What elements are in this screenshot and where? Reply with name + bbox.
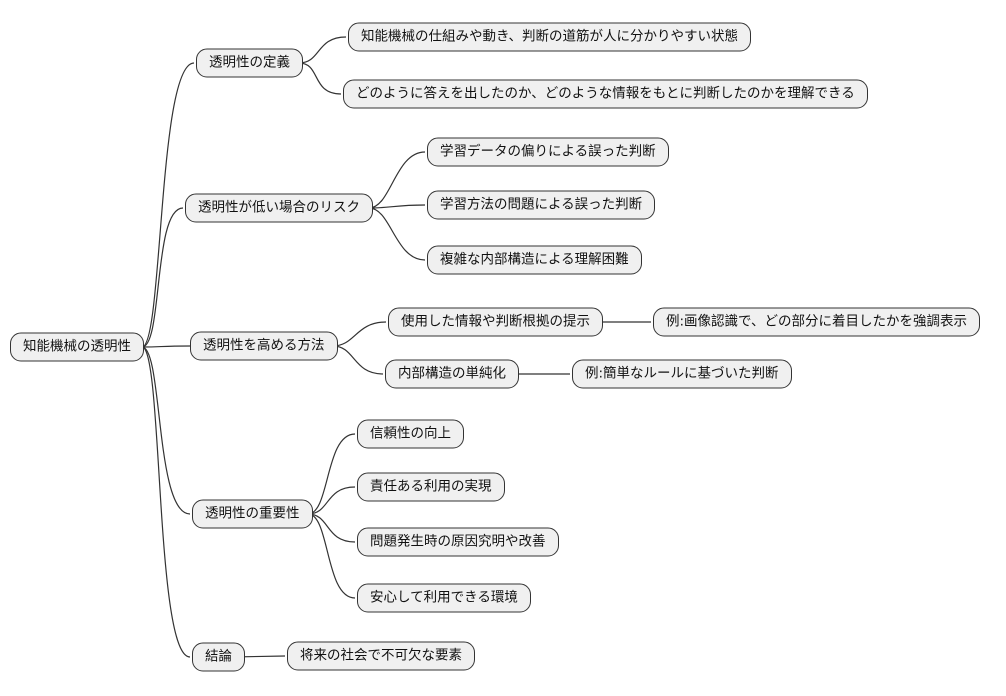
node-branch-importance: 透明性の重要性 — [192, 499, 313, 529]
connector-definition-to-state — [298, 36, 347, 64]
node-leaf-example-image-recognition: 例:画像認識で、どの部分に着目したかを強調表示 — [653, 307, 981, 337]
connector-definition-to-understanding — [298, 62, 342, 95]
node-leaf-simplify-structure: 内部構造の単純化 — [385, 359, 519, 389]
connector-importance-to-cause-analysis — [307, 513, 356, 543]
node-leaf-risk-complex-structure: 複雑な内部構造による理解困難 — [427, 245, 642, 275]
connector-root-to-definition — [141, 62, 195, 348]
node-branch-improve-methods: 透明性を高める方法 — [190, 331, 338, 361]
node-leaf-definition-state: 知能機械の仕組みや動き、判断の道筋が人に分かりやすい状態 — [348, 22, 752, 52]
node-leaf-responsible-use: 責任ある利用の実現 — [357, 472, 505, 502]
connector-root-to-risks — [141, 207, 184, 348]
connector-root-to-importance — [141, 346, 191, 515]
connector-importance-to-reliability — [307, 433, 356, 515]
node-leaf-definition-understanding: どのように答えを出したのか、どのような情報をもとに判断したのかを理解できる — [343, 79, 868, 109]
connector-risks-to-complex-structure — [368, 207, 426, 261]
node-leaf-example-simple-rules: 例:簡単なルールに基づいた判断 — [572, 359, 792, 389]
connector-risks-to-training-method — [368, 204, 426, 209]
node-leaf-safe-environment: 安心して利用できる環境 — [357, 583, 531, 613]
node-branch-low-transparency-risks: 透明性が低い場合のリスク — [185, 193, 373, 223]
connector-methods-to-show-evidence — [332, 321, 387, 347]
node-leaf-show-evidence: 使用した情報や判断根拠の提示 — [388, 307, 603, 337]
node-branch-definition: 透明性の定義 — [196, 48, 303, 78]
connector-importance-to-responsible-use — [307, 486, 356, 515]
connector-risks-to-biased-data — [368, 151, 426, 209]
node-root: 知能機械の透明性 — [10, 332, 144, 362]
node-leaf-future-essential: 将来の社会で不可欠な要素 — [287, 641, 475, 671]
node-leaf-risk-training-method: 学習方法の問題による誤った判断 — [427, 190, 656, 220]
connector-importance-to-safe-environment — [307, 513, 356, 599]
connector-methods-to-simplify — [332, 345, 384, 375]
connector-root-to-methods — [141, 345, 191, 348]
node-leaf-reliability: 信頼性の向上 — [357, 419, 464, 449]
connector-root-to-conclusion — [141, 346, 191, 658]
node-branch-conclusion: 結論 — [192, 642, 245, 672]
node-leaf-cause-analysis: 問題発生時の原因究明や改善 — [357, 527, 559, 557]
node-leaf-risk-biased-data: 学習データの偏りによる誤った判断 — [427, 137, 669, 167]
